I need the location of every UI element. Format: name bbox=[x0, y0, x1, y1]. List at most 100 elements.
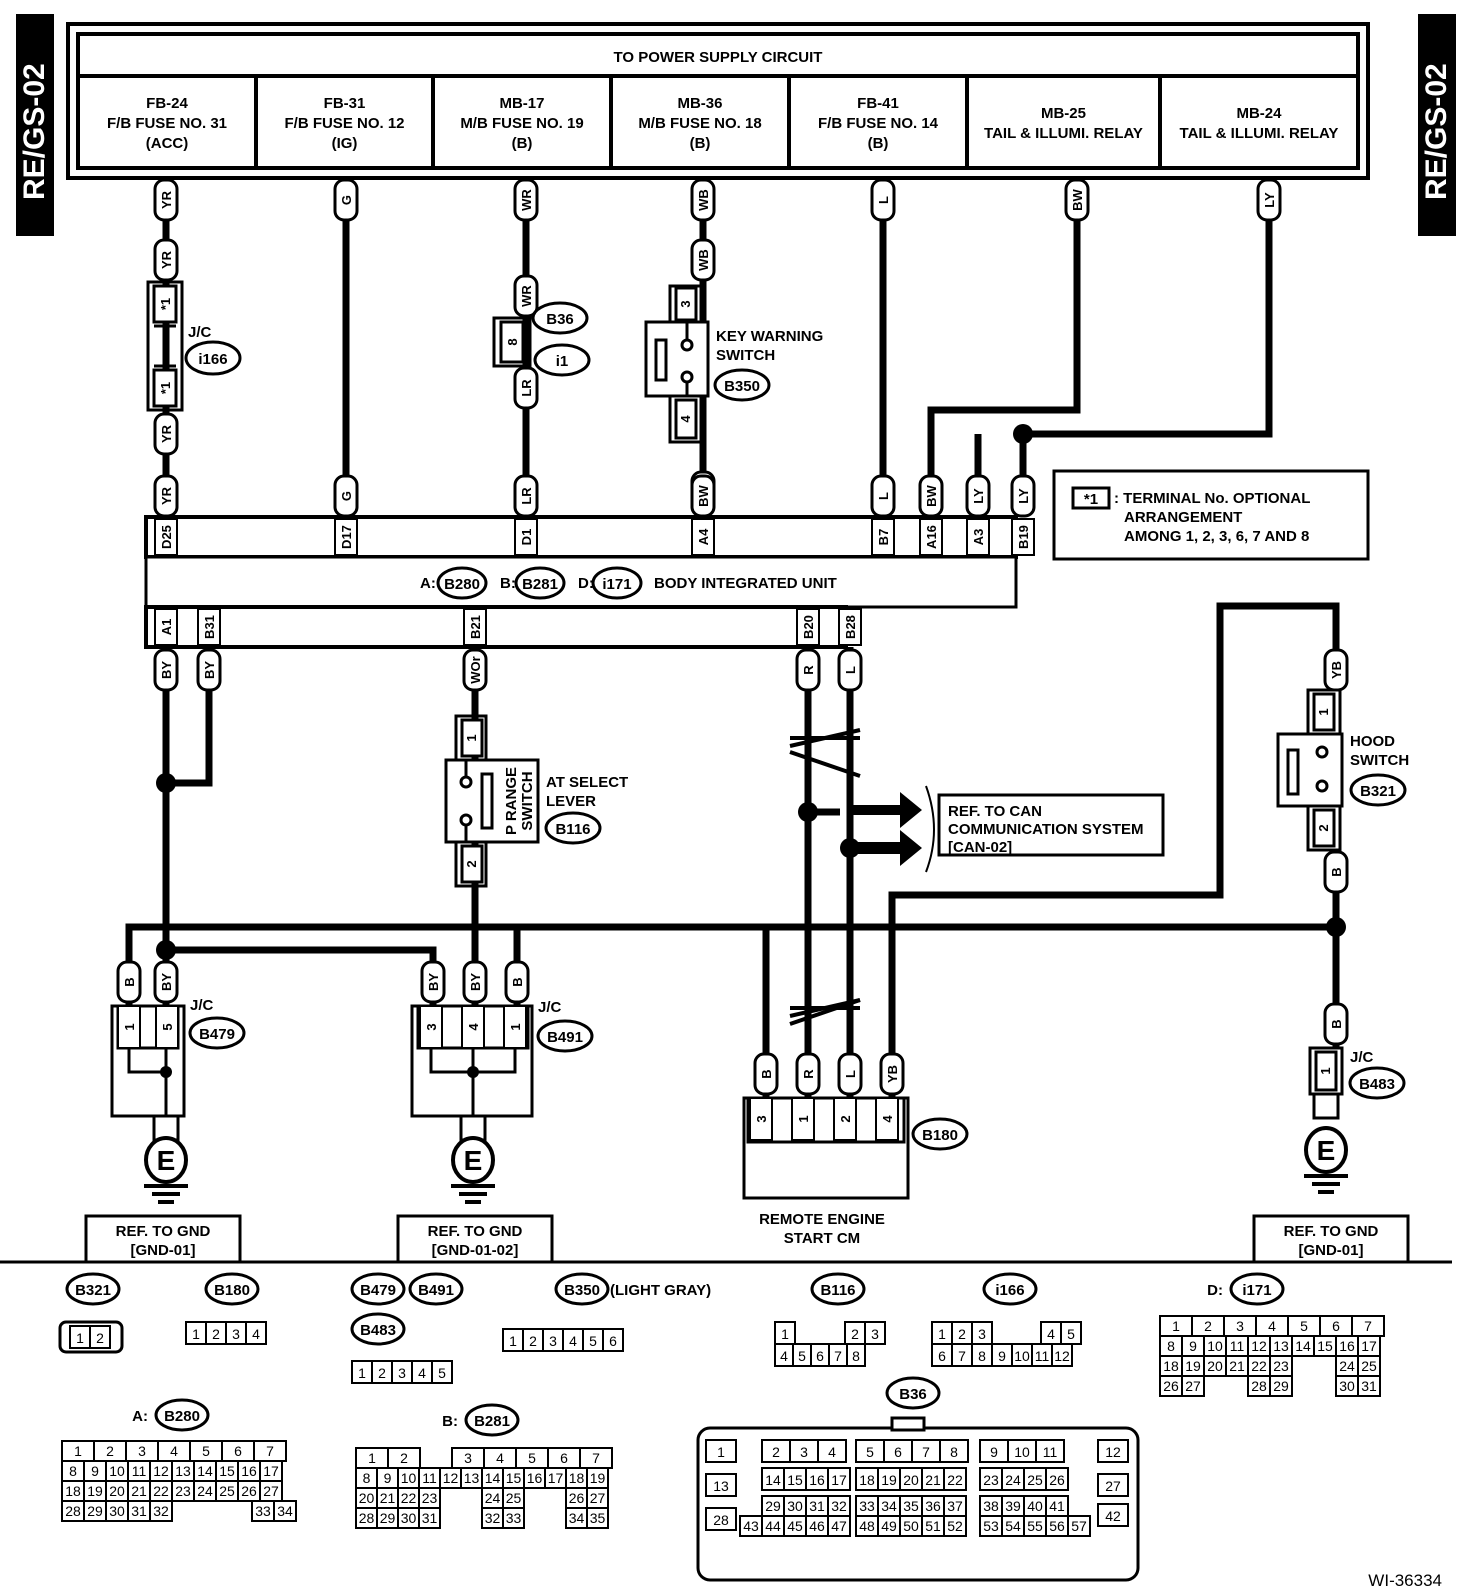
svg-text:[GND-01]: [GND-01] bbox=[130, 1242, 195, 1259]
svg-text:54: 54 bbox=[1005, 1518, 1021, 1534]
svg-text:2: 2 bbox=[772, 1444, 780, 1460]
svg-text:B: B bbox=[122, 977, 137, 986]
wire-color-tag: LR bbox=[513, 366, 539, 410]
svg-text:39: 39 bbox=[1005, 1498, 1021, 1514]
svg-text:2: 2 bbox=[378, 1365, 386, 1381]
svg-text:11: 11 bbox=[132, 1463, 147, 1479]
svg-text:14: 14 bbox=[197, 1463, 213, 1479]
svg-text:30: 30 bbox=[1339, 1378, 1355, 1394]
svg-text:D1: D1 bbox=[519, 529, 534, 546]
svg-text:45: 45 bbox=[787, 1518, 803, 1534]
svg-text:1: 1 bbox=[358, 1365, 366, 1381]
svg-text:YR: YR bbox=[159, 190, 174, 209]
svg-text:B: B bbox=[1329, 1019, 1344, 1028]
svg-text:1: 1 bbox=[368, 1450, 376, 1466]
svg-text:YB: YB bbox=[1329, 661, 1344, 679]
svg-text:21: 21 bbox=[925, 1472, 941, 1488]
jc-b491: 3 4 1 J/C B491 bbox=[410, 999, 594, 1142]
svg-text:LY: LY bbox=[1016, 488, 1031, 504]
svg-text:LEVER: LEVER bbox=[546, 793, 596, 810]
svg-text:22: 22 bbox=[153, 1483, 169, 1499]
svg-text:5: 5 bbox=[866, 1444, 874, 1460]
svg-text:16: 16 bbox=[527, 1470, 543, 1486]
svg-text:B: B bbox=[759, 1069, 774, 1078]
svg-text:J/C: J/C bbox=[188, 324, 212, 341]
svg-text:18: 18 bbox=[1163, 1358, 1179, 1374]
svg-text:B180: B180 bbox=[922, 1127, 958, 1144]
svg-text:REMOTE ENGINE: REMOTE ENGINE bbox=[759, 1211, 885, 1228]
svg-text:4: 4 bbox=[496, 1450, 504, 1466]
svg-text:15: 15 bbox=[1317, 1338, 1333, 1354]
svg-text:M/B FUSE NO. 19: M/B FUSE NO. 19 bbox=[460, 115, 583, 132]
svg-text:21: 21 bbox=[131, 1483, 147, 1499]
svg-text:*1: *1 bbox=[158, 382, 173, 394]
svg-text:25: 25 bbox=[219, 1483, 235, 1499]
svg-text:33: 33 bbox=[859, 1498, 875, 1514]
svg-text:20: 20 bbox=[1207, 1358, 1223, 1374]
svg-text:D:: D: bbox=[578, 575, 594, 592]
svg-text:SWITCH: SWITCH bbox=[1350, 752, 1409, 769]
svg-text:B491: B491 bbox=[418, 1282, 454, 1299]
wire-color-tag: WR bbox=[513, 274, 539, 318]
svg-text:B116: B116 bbox=[820, 1282, 855, 1299]
svg-text:27: 27 bbox=[263, 1483, 279, 1499]
biu-pin-a1: A1 bbox=[154, 608, 178, 646]
svg-text:8: 8 bbox=[852, 1348, 860, 1364]
wire-color-tag: B bbox=[1323, 850, 1349, 894]
ground-icon bbox=[451, 1136, 495, 1184]
power-source-fb-24: FB-24F/B FUSE NO. 31(ACC) bbox=[107, 95, 227, 152]
svg-text:23: 23 bbox=[1273, 1358, 1289, 1374]
biu-pin-d1: D1 bbox=[514, 518, 538, 556]
splice-dot bbox=[156, 773, 176, 793]
svg-text:20: 20 bbox=[903, 1472, 919, 1488]
svg-text:5: 5 bbox=[202, 1443, 210, 1459]
svg-text:LY: LY bbox=[1262, 192, 1277, 208]
svg-text:M/B FUSE NO. 18: M/B FUSE NO. 18 bbox=[638, 115, 761, 132]
power-source-mb-36: MB-36M/B FUSE NO. 18(B) bbox=[609, 76, 762, 168]
svg-text:51: 51 bbox=[925, 1518, 941, 1534]
svg-text:13: 13 bbox=[713, 1478, 729, 1494]
svg-text:1: 1 bbox=[122, 1023, 137, 1030]
wire-color-tag: B bbox=[504, 960, 530, 1004]
svg-text:B:: B: bbox=[442, 1413, 458, 1430]
svg-text:YR: YR bbox=[159, 486, 174, 505]
svg-text:F/B FUSE NO. 12: F/B FUSE NO. 12 bbox=[284, 115, 404, 132]
svg-text:2: 2 bbox=[838, 1115, 853, 1122]
svg-text:LR: LR bbox=[519, 379, 534, 397]
svg-text:B321: B321 bbox=[75, 1282, 111, 1299]
svg-text:26: 26 bbox=[1163, 1378, 1179, 1394]
wire-color-tag: YR bbox=[153, 412, 179, 456]
svg-text:20: 20 bbox=[109, 1483, 125, 1499]
svg-text:9: 9 bbox=[998, 1348, 1006, 1364]
svg-text:WB: WB bbox=[696, 249, 711, 271]
svg-text:MB-24: MB-24 bbox=[1236, 105, 1282, 122]
svg-text:8: 8 bbox=[363, 1470, 371, 1486]
svg-text:REF. TO GND: REF. TO GND bbox=[1284, 1223, 1379, 1240]
wire-color-tag: BY bbox=[196, 648, 222, 692]
svg-text:FB-41: FB-41 bbox=[857, 95, 899, 112]
connector-b36-i1: 8 B36 i1 bbox=[492, 301, 591, 377]
svg-text:47: 47 bbox=[831, 1518, 847, 1534]
svg-text:27: 27 bbox=[590, 1490, 606, 1506]
svg-text:LY: LY bbox=[971, 488, 986, 504]
connector-badge bbox=[554, 1272, 610, 1306]
svg-text:B20: B20 bbox=[801, 615, 816, 639]
svg-text:B36: B36 bbox=[546, 311, 574, 328]
wire-color-tag: YR bbox=[153, 238, 179, 282]
svg-text:KEY WARNING: KEY WARNING bbox=[716, 328, 823, 345]
svg-text:15: 15 bbox=[787, 1472, 803, 1488]
connector-badge bbox=[982, 1272, 1038, 1306]
svg-text:B180: B180 bbox=[214, 1282, 250, 1299]
svg-text:B:: B: bbox=[500, 575, 516, 592]
svg-text:4: 4 bbox=[252, 1326, 260, 1342]
svg-text:38: 38 bbox=[983, 1498, 999, 1514]
svg-text:[CAN-02]: [CAN-02] bbox=[948, 839, 1012, 856]
svg-text:BW: BW bbox=[696, 484, 711, 506]
svg-text:2: 2 bbox=[96, 1330, 104, 1346]
svg-text:WR: WR bbox=[519, 285, 534, 307]
svg-text:B350: B350 bbox=[724, 378, 760, 395]
svg-text:J/C: J/C bbox=[190, 997, 214, 1014]
